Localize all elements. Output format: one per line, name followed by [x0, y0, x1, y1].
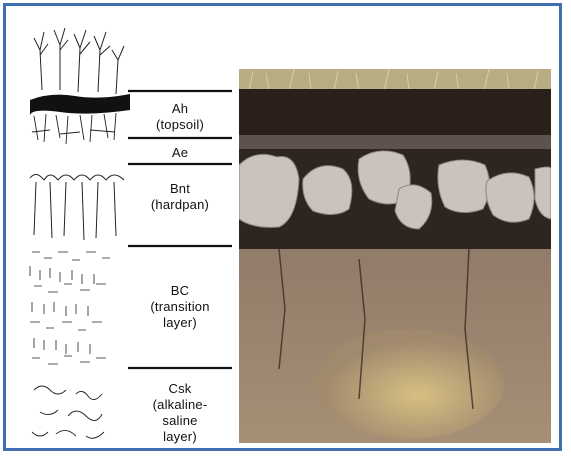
soil-profile-photo — [239, 69, 551, 443]
label-ae: Ae — [128, 145, 232, 161]
label-csk-line2: (alkaline- — [128, 397, 232, 413]
label-ah-line1: Ah — [128, 101, 232, 117]
label-bnt-line1: Bnt — [128, 181, 232, 197]
label-csk: Csk (alkaline- saline layer) — [128, 381, 232, 445]
photo-grass — [239, 69, 551, 91]
label-bnt: Bnt (hardpan) — [128, 181, 232, 213]
sketch-csk-squiggles — [32, 386, 104, 438]
label-ae-line1: Ae — [128, 145, 232, 161]
sketch-roots — [32, 113, 116, 144]
label-csk-line3: saline — [128, 413, 232, 429]
soil-profile-sketch — [20, 20, 130, 450]
photo-ae — [239, 135, 551, 151]
sketch-transition-hatching — [30, 252, 110, 364]
label-bc: BC (transition layer) — [128, 283, 232, 331]
label-ah: Ah (topsoil) — [128, 101, 232, 133]
label-bc-line1: BC — [128, 283, 232, 299]
sketch-ah-band — [30, 94, 130, 116]
label-csk-line1: Csk — [128, 381, 232, 397]
label-bc-line3: layer) — [128, 315, 232, 331]
label-csk-line4: layer) — [128, 429, 232, 445]
grass-stems — [34, 28, 124, 94]
photo-ah — [239, 89, 551, 137]
label-bnt-line2: (hardpan) — [128, 197, 232, 213]
label-ah-line2: (topsoil) — [128, 117, 232, 133]
photo-csk-patch — [314, 329, 504, 439]
sketch-columns — [30, 174, 124, 240]
label-bc-line2: (transition — [128, 299, 232, 315]
